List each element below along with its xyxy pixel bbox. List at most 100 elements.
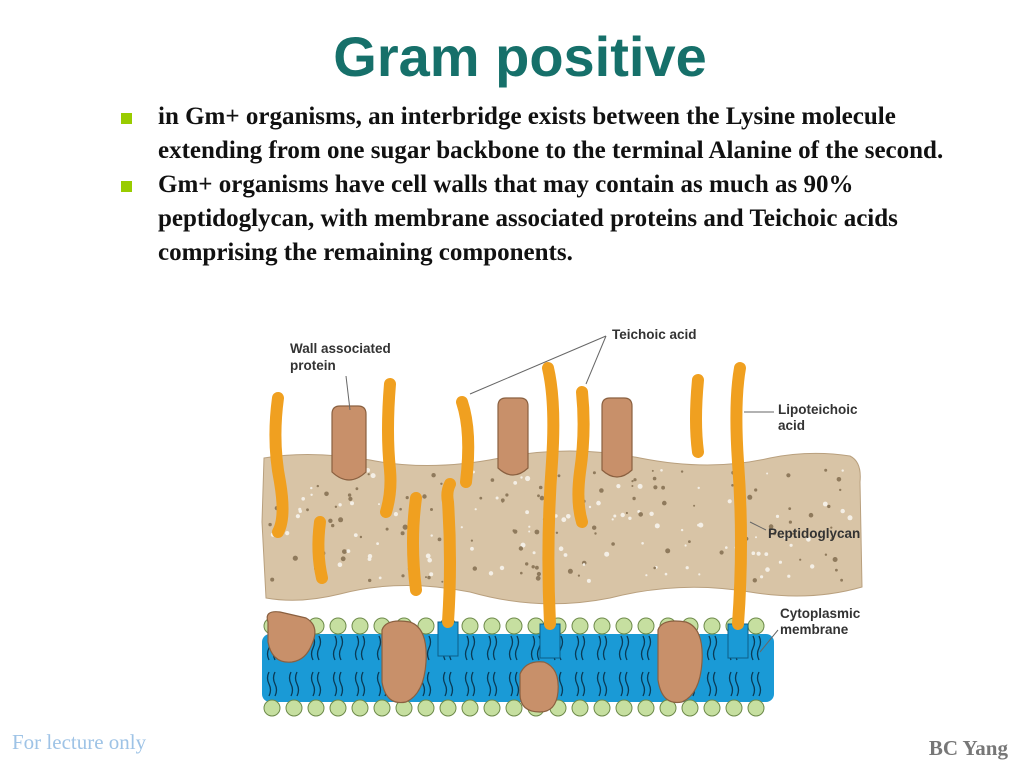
peptidoglycan-speck <box>429 572 434 577</box>
peptidoglycan-speck <box>441 580 444 583</box>
peptidoglycan-speck <box>512 529 516 533</box>
peptidoglycan-speck <box>539 495 545 501</box>
slide-title: Gram positive <box>333 25 707 88</box>
lipid-tail <box>750 635 762 661</box>
lipid-head <box>329 699 347 717</box>
peptidoglycan-speck <box>537 494 540 498</box>
lipid-head <box>615 699 633 717</box>
cytoplasmic-membrane-label-line1: Cytoplasmic <box>780 606 861 621</box>
peptidoglycan-speck <box>599 488 604 493</box>
peptidoglycan-speck <box>698 573 701 576</box>
peptidoglycan-speck <box>399 507 402 511</box>
lipid-head <box>747 617 765 635</box>
peptidoglycan-speck <box>786 473 791 478</box>
lipid-tail <box>354 671 366 697</box>
lipid-head <box>285 699 303 717</box>
peptidoglycan-speck <box>661 485 665 490</box>
peptidoglycan-speck <box>808 512 814 518</box>
peptidoglycan-speck <box>594 532 597 535</box>
peptidoglycan-speck <box>596 500 601 506</box>
bullet-text: Gm+ organisms have cell walls that may c… <box>158 171 898 266</box>
peptidoglycan-speck <box>839 488 842 492</box>
lipid-tail <box>508 635 520 661</box>
lipid-tail <box>442 671 454 697</box>
peptidoglycan-speck <box>637 510 641 513</box>
lipid-head <box>681 699 699 717</box>
peptidoglycan-speck <box>788 520 793 524</box>
peptidoglycan-speck <box>784 536 787 540</box>
peptidoglycan-speck <box>355 487 359 491</box>
peptidoglycan-speck <box>402 524 408 530</box>
peptidoglycan-speck <box>680 528 684 532</box>
peptidoglycan-speck <box>637 483 643 489</box>
lipid-head <box>593 617 611 635</box>
peptidoglycan-speck <box>472 566 477 571</box>
teichoic-acid-chain <box>407 492 422 596</box>
membrane-protein-shape <box>657 620 703 704</box>
peptidoglycan-speck <box>840 508 845 514</box>
membrane-protein-shape <box>266 611 316 663</box>
peptidoglycan-speck <box>292 555 298 561</box>
peptidoglycan-speck <box>525 510 529 515</box>
peptidoglycan-speck <box>310 486 313 490</box>
peptidoglycan-speck <box>660 469 663 472</box>
peptidoglycan-speck <box>338 517 344 523</box>
peptidoglycan-speck <box>697 486 700 490</box>
peptidoglycan-speck <box>285 531 290 536</box>
peptidoglycan-speck <box>645 574 648 577</box>
peptidoglycan-speck <box>719 550 724 555</box>
peptidoglycan-speck <box>592 471 596 475</box>
lipid-head <box>593 699 611 717</box>
peptidoglycan-speck <box>588 505 592 509</box>
peptidoglycan-speck <box>367 473 370 476</box>
peptidoglycan-speck <box>557 474 561 478</box>
peptidoglycan-speck <box>470 546 474 551</box>
peptidoglycan-speck <box>495 496 499 500</box>
peptidoglycan-speck <box>613 514 617 518</box>
peptidoglycan-speck <box>653 485 658 490</box>
lipid-tail <box>508 671 520 697</box>
peptidoglycan-speck <box>680 470 684 473</box>
peptidoglycan-speck <box>567 568 573 574</box>
peptidoglycan-speck <box>430 508 433 511</box>
peptidoglycan-speck <box>520 542 526 548</box>
peptidoglycan-speck <box>756 551 761 556</box>
peptidoglycan-speck <box>827 504 831 509</box>
leader-line <box>759 629 779 653</box>
teichoic-acid-chain <box>690 374 704 458</box>
lipid-head <box>351 617 369 635</box>
peptidoglycan-speck <box>662 500 667 506</box>
lipid-head <box>725 699 743 717</box>
peptidoglycan-speck <box>638 512 643 517</box>
peptidoglycan-speck <box>752 578 757 583</box>
lipid-head <box>747 699 765 717</box>
peptidoglycan-speck <box>727 499 732 504</box>
peptidoglycan-speck <box>490 478 495 482</box>
peptidoglycan-speck <box>437 537 442 542</box>
peptidoglycan-speck <box>698 522 704 528</box>
peptidoglycan-speck <box>625 511 628 515</box>
peptidoglycan-speck <box>561 517 567 523</box>
lipid-tail <box>486 671 498 697</box>
peptidoglycan-speck <box>346 549 351 553</box>
peptidoglycan-speck <box>792 532 795 535</box>
peptidoglycan-speck <box>534 529 540 535</box>
peptidoglycan-speck <box>370 473 376 479</box>
lipid-head <box>615 617 633 635</box>
lipid-tail <box>706 635 718 661</box>
bullet-item: Gm+ organisms have cell walls that may c… <box>118 168 958 270</box>
lipid-tail <box>618 671 630 697</box>
peptidoglycan-speck <box>616 484 621 489</box>
peptidoglycan-speck <box>731 484 734 487</box>
lipid-head <box>505 617 523 635</box>
lipid-head <box>329 617 347 635</box>
peptidoglycan-speck <box>518 546 524 551</box>
lipoteichoic-acid-label-line2: acid <box>778 418 805 433</box>
lipid-tail <box>288 671 300 697</box>
peptidoglycan-speck <box>425 553 431 559</box>
peptidoglycan-speck <box>840 578 843 582</box>
lipid-tail <box>574 635 586 661</box>
lipid-head <box>703 617 721 635</box>
peptidoglycan-speck <box>633 478 637 482</box>
